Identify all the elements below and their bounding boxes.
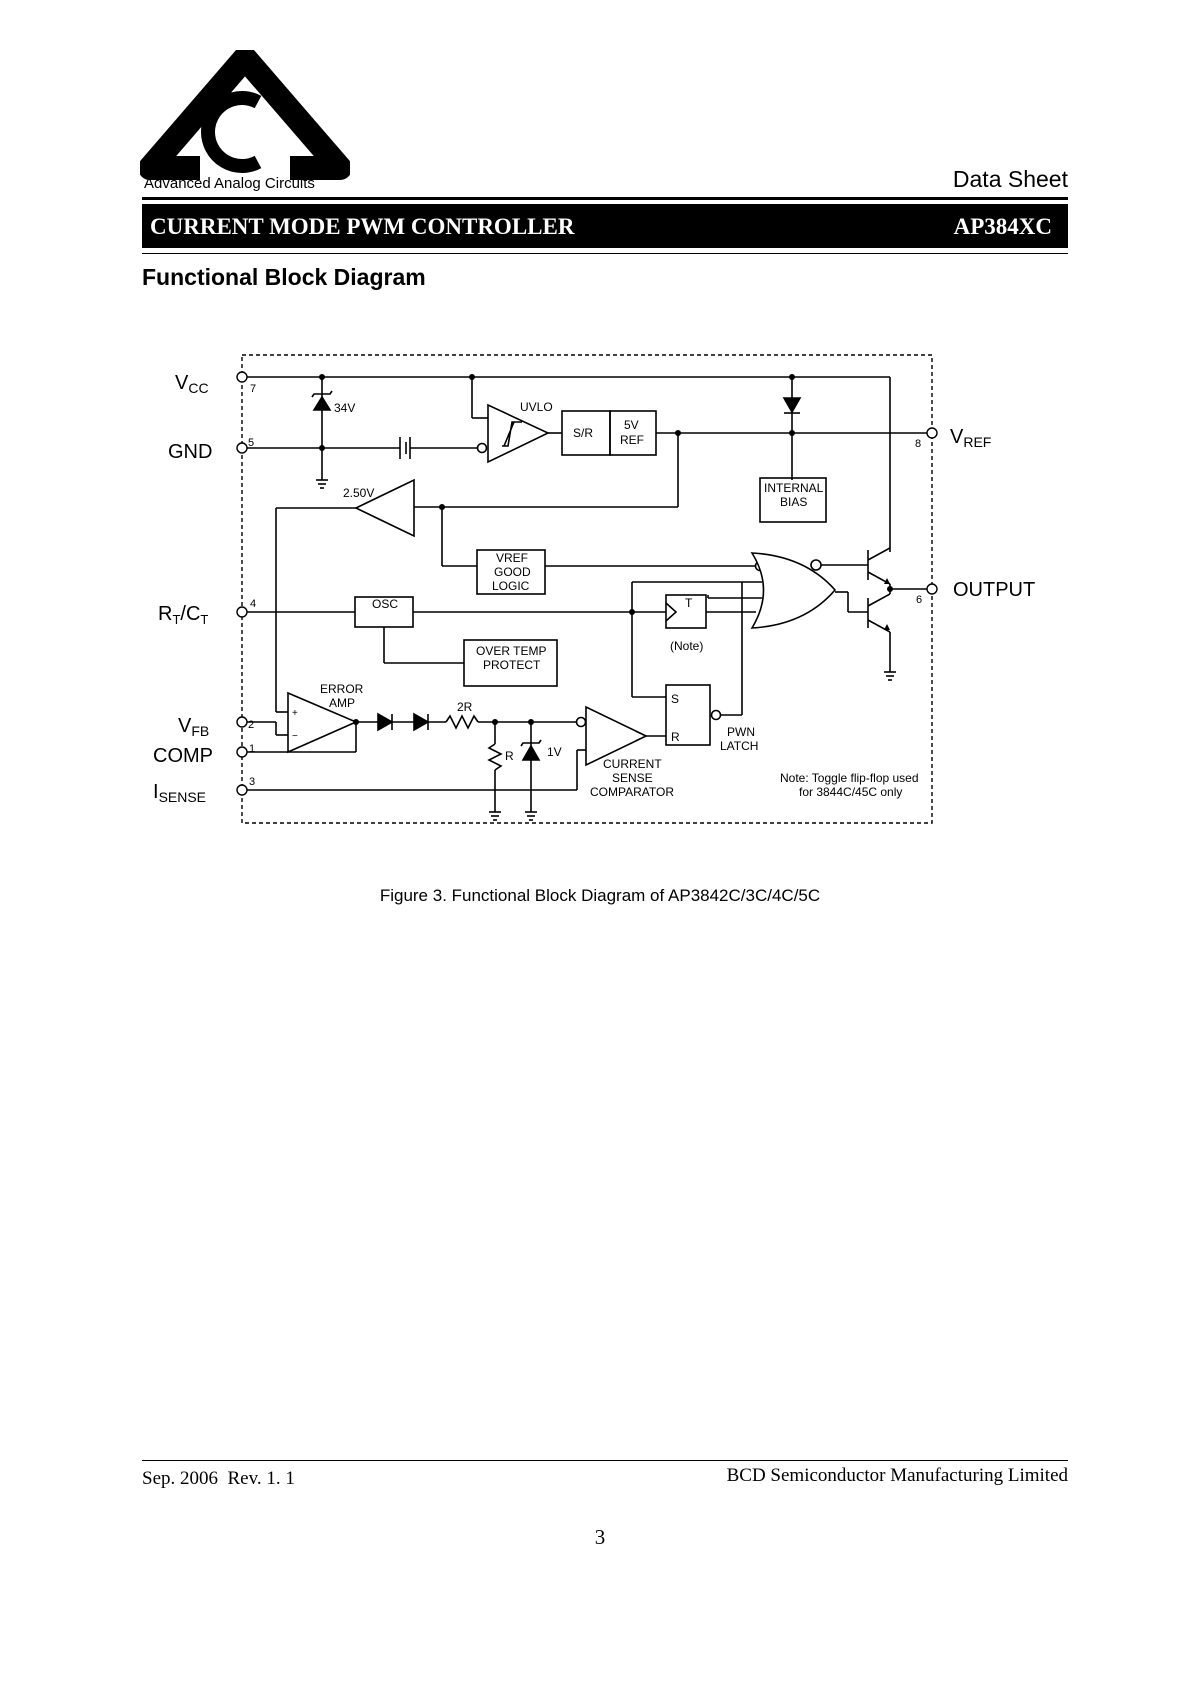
label-uvlo: UVLO bbox=[520, 400, 553, 414]
label-pwn: PWN bbox=[727, 725, 755, 739]
label-latch-r: R bbox=[671, 730, 680, 744]
company-name: Advanced Analog Circuits bbox=[144, 175, 315, 192]
block-diagram: VCC GND RT/CT VFB COMP ISENSE VREF OUTPU… bbox=[153, 354, 1035, 824]
pin-number-2: 2 bbox=[248, 719, 254, 731]
label-bias: BIAS bbox=[780, 495, 807, 509]
header-rule bbox=[142, 197, 1068, 200]
label-sense: SENSE bbox=[612, 771, 653, 785]
label-output: OUTPUT bbox=[953, 579, 1035, 601]
pin-output bbox=[926, 583, 938, 595]
label-note-2: for 3844C/45C only bbox=[799, 785, 902, 799]
label-5v: 5V bbox=[624, 418, 639, 432]
pin-vcc bbox=[236, 371, 248, 383]
label-vcc: VCC bbox=[175, 372, 209, 396]
product-title: CURRENT MODE PWM CONTROLLER bbox=[150, 214, 575, 239]
pin-number-6: 6 bbox=[916, 594, 922, 606]
label-latch-s: S bbox=[671, 692, 679, 706]
pin-vref bbox=[926, 427, 938, 439]
label-250v: 2.50V bbox=[343, 486, 374, 500]
title-banner: CURRENT MODE PWM CONTROLLER AP384XC bbox=[142, 204, 1068, 248]
label-vref: VREF bbox=[950, 426, 991, 450]
label-note-1: Note: Toggle flip-flop used bbox=[780, 771, 919, 785]
label-ref: REF bbox=[620, 433, 644, 447]
label-internal: INTERNAL bbox=[764, 481, 824, 495]
figure-caption: Figure 3. Functional Block Diagram of AP… bbox=[379, 886, 821, 905]
doc-type: Data Sheet bbox=[952, 166, 1068, 192]
pin-comp bbox=[236, 746, 248, 758]
pin-number-8: 8 bbox=[915, 438, 921, 450]
label-comparator: COMPARATOR bbox=[590, 785, 674, 799]
pin-number-5: 5 bbox=[248, 437, 254, 449]
label-protect: PROTECT bbox=[483, 658, 541, 672]
label-plus: + bbox=[292, 708, 298, 719]
label-gnd: GND bbox=[168, 441, 212, 463]
pin-number-3: 3 bbox=[249, 776, 255, 788]
company-logo bbox=[140, 50, 350, 186]
label-rtct: RT/CT bbox=[158, 603, 208, 627]
pin-number-4: 4 bbox=[250, 598, 256, 610]
pin-gnd bbox=[236, 442, 248, 454]
page-number: 3 bbox=[594, 1525, 606, 1549]
label-r: R bbox=[505, 749, 514, 763]
label-latch: LATCH bbox=[720, 739, 758, 753]
label-comp: COMP bbox=[153, 745, 213, 767]
label-current: CURRENT bbox=[603, 757, 662, 771]
label-osc: OSC bbox=[372, 597, 398, 611]
footer-company: BCD Semiconductor Manufacturing Limited bbox=[726, 1465, 1068, 1486]
label-vref-good-3: LOGIC bbox=[492, 579, 530, 593]
label-1v: 1V bbox=[547, 745, 562, 759]
label-isense: ISENSE bbox=[153, 781, 206, 805]
pin-isense bbox=[236, 784, 248, 796]
pin-number-7: 7 bbox=[250, 383, 256, 395]
label-sr: S/R bbox=[573, 426, 593, 440]
label-amp: AMP bbox=[329, 696, 355, 710]
label-minus: − bbox=[292, 731, 298, 742]
pin-number-1: 1 bbox=[249, 743, 255, 755]
label-toggle-t: T bbox=[685, 596, 693, 610]
label-vref-good-2: GOOD bbox=[494, 565, 531, 579]
part-number: AP384XC bbox=[953, 214, 1052, 239]
label-error: ERROR bbox=[320, 682, 364, 696]
label-34v: 34V bbox=[334, 401, 355, 415]
footer-date-rev: Sep. 2006 Rev. 1. 1 bbox=[142, 1468, 295, 1489]
label-vfb: VFB bbox=[178, 715, 209, 739]
footer-rule bbox=[142, 1460, 1068, 1461]
label-vref-good-1: VREF bbox=[496, 551, 528, 565]
label-over-temp: OVER TEMP bbox=[476, 644, 546, 658]
pin-rtct bbox=[236, 606, 248, 618]
banner-rule bbox=[142, 253, 1068, 254]
pin-vfb bbox=[236, 716, 248, 728]
section-title: Functional Block Diagram bbox=[142, 264, 426, 290]
label-note-ref: (Note) bbox=[670, 639, 703, 653]
label-2r: 2R bbox=[457, 700, 473, 714]
